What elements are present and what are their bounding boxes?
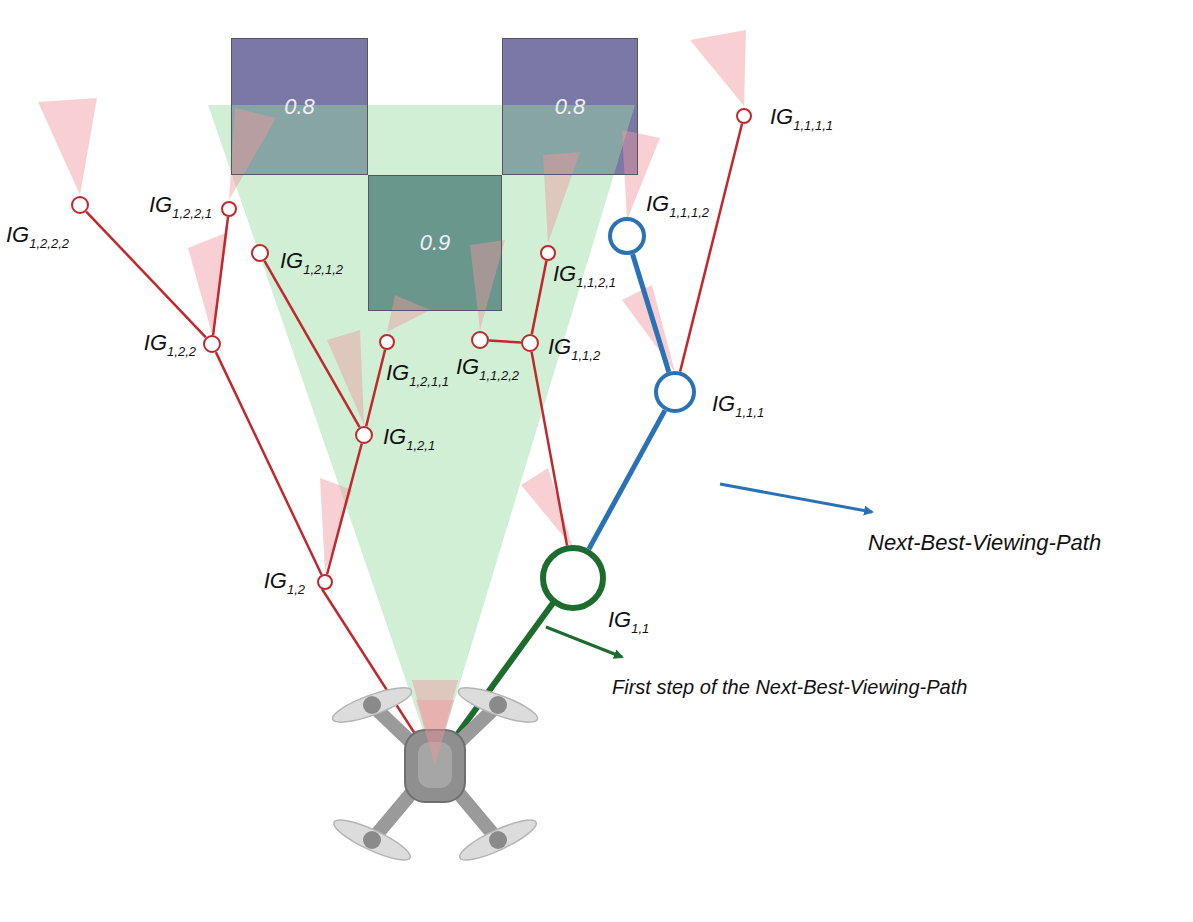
information-gain-label: IG1,1,2,1 bbox=[553, 263, 616, 289]
annotation-text: Next-Best-Viewing-Path bbox=[868, 530, 1101, 556]
obstacle-box: 0.9 bbox=[368, 175, 502, 311]
probability-value: 0.8 bbox=[232, 94, 367, 120]
probability-value: 0.8 bbox=[503, 94, 637, 120]
viewpoint-node: IG1,2,1 bbox=[355, 426, 373, 444]
path-segment bbox=[366, 350, 385, 426]
obstacle-box: 0.8 bbox=[502, 38, 638, 175]
probability-value: 0.9 bbox=[369, 230, 501, 256]
information-gain-label: IG1,1 bbox=[608, 609, 649, 635]
drone-illustration bbox=[329, 681, 541, 867]
information-gain-label: IG1,2,1 bbox=[383, 426, 435, 452]
path-segment bbox=[589, 410, 665, 549]
field-of-view bbox=[208, 105, 635, 765]
information-gain-label: IG1,2,2,2 bbox=[6, 224, 69, 250]
viewpoint-node: IG1,1,2,1 bbox=[540, 245, 556, 261]
viewpoint-node: IG1,2,2 bbox=[203, 335, 221, 353]
information-gain-label: IG1,1,1,1 bbox=[770, 106, 833, 132]
information-gain-label: IG1,1,2 bbox=[548, 336, 600, 362]
information-gain-label: IG1,1,2,2 bbox=[456, 356, 519, 382]
information-gain-label: IG1,2,2,1 bbox=[149, 194, 212, 220]
obstacle-box: 0.8 bbox=[231, 38, 368, 175]
annotation-text: First step of the Next-Best-Viewing-Path bbox=[612, 676, 967, 699]
path-segment bbox=[532, 352, 567, 546]
information-gain-label: IG1,1,1 bbox=[712, 393, 764, 419]
leader-arrow bbox=[720, 484, 872, 512]
viewpoint-node: IG1,1,2,2 bbox=[471, 331, 489, 349]
viewpoint-node: IG1,2,2,2 bbox=[71, 196, 89, 214]
viewpoint-node: IG1,1,1,2 bbox=[608, 217, 646, 255]
path-segment bbox=[633, 254, 669, 372]
viewpoint-node: IG1,2 bbox=[317, 574, 333, 590]
viewpoint-node: IG1,1,2 bbox=[521, 334, 539, 352]
information-gain-label: IG1,2,2 bbox=[144, 332, 196, 358]
information-gain-label: IG1,2,1,2 bbox=[280, 250, 343, 276]
viewpoint-node: IG1,1 bbox=[540, 545, 606, 611]
viewpoint-node: IG1,2,2,1 bbox=[221, 201, 237, 217]
path-segment bbox=[532, 261, 547, 334]
information-gain-label: IG1,2,1,1 bbox=[386, 362, 449, 388]
path-segment bbox=[216, 352, 322, 575]
path-segment bbox=[680, 124, 742, 372]
path-segment bbox=[327, 444, 362, 575]
information-gain-label: IG1,1,1,2 bbox=[646, 193, 709, 219]
path-segment bbox=[86, 212, 206, 338]
path-segment bbox=[264, 261, 359, 427]
view-cones bbox=[38, 30, 746, 765]
viewpoint-node: IG1,2,1,2 bbox=[251, 244, 269, 262]
path-segment bbox=[213, 217, 228, 335]
viewpoint-node: IG1,1,1,1 bbox=[736, 108, 752, 124]
viewpoint-node: IG1,2,1,1 bbox=[379, 334, 395, 350]
information-gain-label: IG1,2 bbox=[264, 570, 305, 596]
path-segment bbox=[489, 341, 521, 343]
viewpoint-node: IG1,1,1 bbox=[654, 371, 696, 413]
